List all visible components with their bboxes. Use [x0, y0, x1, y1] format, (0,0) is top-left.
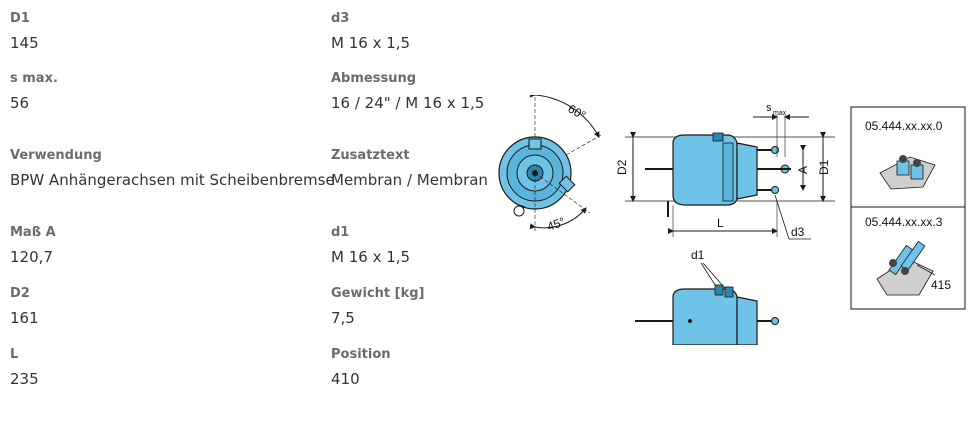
spec-value: 7,5 — [331, 309, 355, 327]
spec-label: d3 — [331, 11, 350, 26]
spec-value: 161 — [10, 309, 39, 327]
spec-d1: D1 145 — [10, 11, 39, 53]
spec-position: Position 410 — [331, 347, 391, 389]
spec-value: M 16 x 1,5 — [331, 248, 411, 266]
spec-label: D1 — [10, 11, 30, 26]
dim-d1-port-label: d1 — [691, 248, 705, 262]
spec-label: d1 — [331, 225, 350, 240]
variant-2-note: 415 — [931, 278, 951, 292]
spec-value: 56 — [10, 94, 30, 112]
spec-value: 235 — [10, 370, 39, 388]
side-view: D2 s max A D1 L d3 — [615, 102, 835, 240]
port-view: d1 — [635, 248, 779, 345]
spec-label: Gewicht [kg] — [331, 286, 425, 301]
spec-label: L — [10, 347, 19, 362]
spec-value: 145 — [10, 34, 39, 52]
spec-value: 120,7 — [10, 248, 53, 266]
spec-label: Position — [331, 347, 391, 362]
spec-l: L 235 — [10, 347, 39, 389]
spec-value: BPW Anhängerachsen mit Scheibenbremse — [10, 171, 335, 189]
spec-mass-a: Maß A 120,7 — [10, 225, 56, 267]
spec-value: M 16 x 1,5 — [331, 34, 411, 52]
spec-label: Abmessung — [331, 71, 417, 86]
variant-1-label: 05.444.xx.xx.0 — [865, 119, 943, 133]
spec-s-max: s max. 56 — [10, 71, 58, 113]
spec-label: Verwendung — [10, 148, 102, 163]
dim-smax-sub: max — [773, 110, 787, 117]
brake-chamber-drawing: 60° 45° D2 s ma — [498, 95, 966, 345]
spec-gewicht: Gewicht [kg] 7,5 — [331, 286, 425, 328]
spec-abmessung: Abmessung 16 / 24" / M 16 x 1,5 — [331, 71, 484, 113]
variant-2-label: 05.444.xx.xx.3 — [865, 215, 943, 229]
spec-value: 410 — [331, 370, 360, 388]
variant-box: 05.444.xx.xx.0 05.444.xx.xx.3 415 — [850, 106, 966, 310]
variant-1-image — [879, 155, 936, 190]
dim-l-label: L — [717, 216, 724, 230]
spec-d2: D2 161 — [10, 286, 39, 328]
angle-45-label: 45° — [545, 214, 567, 233]
spec-value: 16 / 24" / M 16 x 1,5 — [331, 94, 485, 112]
spec-zusatztext: Zusatztext Membran / Membran — [331, 148, 488, 190]
dim-d3-label: d3 — [791, 225, 805, 239]
spec-d3: d3 M 16 x 1,5 — [331, 11, 410, 53]
spec-label: Zusatztext — [331, 148, 410, 163]
front-view: 60° 45° — [498, 95, 602, 234]
spec-d1-port: d1 M 16 x 1,5 — [331, 225, 410, 267]
dim-d2-label: D2 — [615, 159, 629, 175]
spec-label: Maß A — [10, 225, 56, 240]
spec-label: D2 — [10, 286, 30, 301]
variant-2-image — [876, 240, 936, 296]
dim-d1-label: D1 — [817, 159, 831, 175]
spec-value: Membran / Membran — [331, 171, 488, 189]
dim-smax-label: s — [766, 102, 772, 114]
spec-verwendung: Verwendung BPW Anhängerachsen mit Scheib… — [10, 148, 335, 190]
angle-60-label: 60° — [566, 101, 589, 122]
dim-a-label: A — [796, 166, 810, 174]
spec-label: s max. — [10, 71, 58, 86]
